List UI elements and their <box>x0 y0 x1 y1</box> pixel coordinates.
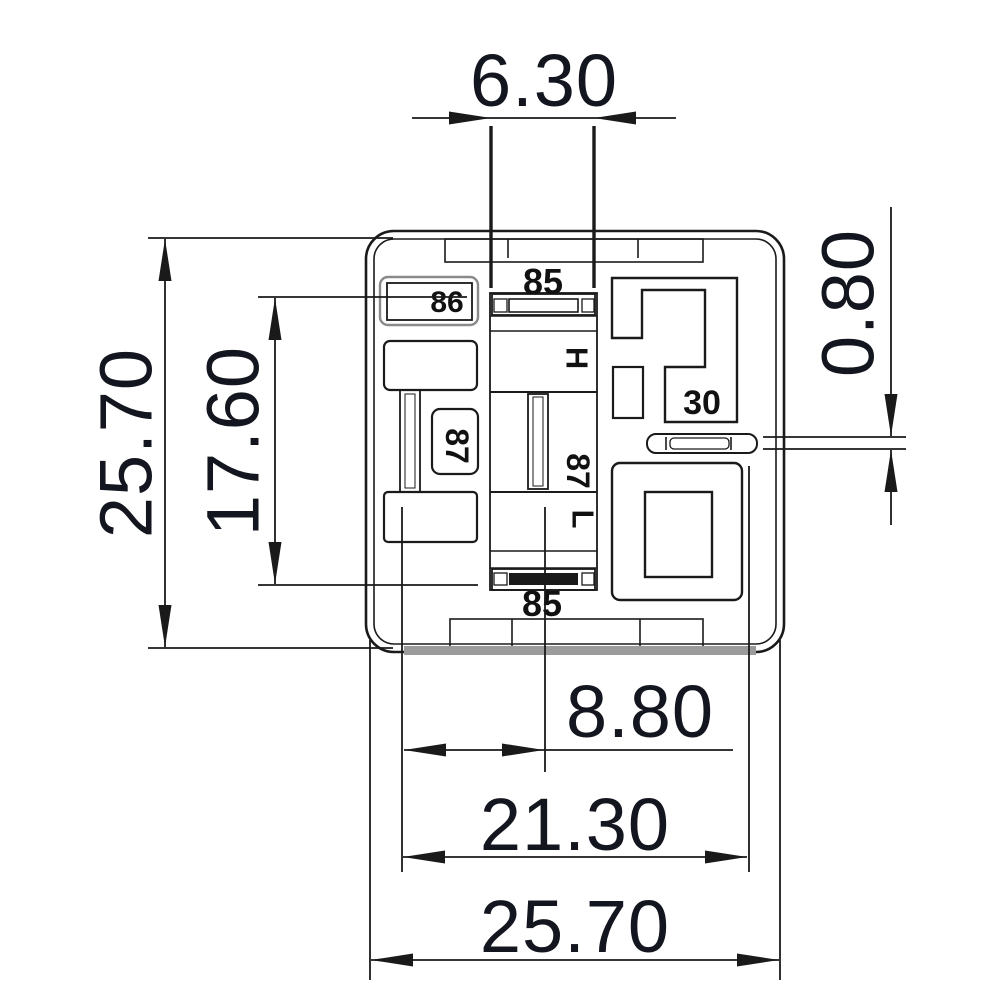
arrowhead <box>705 850 747 864</box>
dim-value-6-30: 6.30 <box>470 39 618 122</box>
arrowhead <box>737 953 779 967</box>
pin-label-86: 86 <box>430 286 463 319</box>
dim-overall-height: 25.70 <box>85 237 393 649</box>
notch-inner <box>669 437 730 450</box>
coil-slot-86 <box>378 275 480 327</box>
bottom-extension-lines <box>369 466 781 980</box>
end-tab <box>493 572 508 586</box>
arrowhead <box>594 111 636 125</box>
dim-value-25-70-left: 25.70 <box>85 348 168 538</box>
pin-label-87-left: 87 <box>439 428 475 464</box>
dim-pin-field-height: 17.60 <box>192 296 478 586</box>
slot-inner <box>386 282 473 321</box>
square-outer <box>610 461 744 602</box>
arrowhead <box>158 605 172 647</box>
pin-label-87-center: 87 <box>560 453 596 489</box>
blade-slot-87-left <box>430 407 480 476</box>
dim-value-8-80: 8.80 <box>566 670 714 753</box>
arrowhead <box>268 298 282 340</box>
blade-slot-85-bottom <box>491 568 596 591</box>
dim-overall-width: 25.70 <box>371 885 779 968</box>
right-square-cavity <box>610 461 744 602</box>
bottom-shadow-bar <box>404 646 756 655</box>
right-small-cavity <box>611 365 645 420</box>
blade-opening <box>508 298 579 313</box>
pin-label-30: 30 <box>683 384 721 422</box>
end-tab <box>581 572 595 586</box>
slot-outer <box>491 568 596 591</box>
pin-label-85-top: 85 <box>523 261 563 302</box>
dim-mount-width: 21.30 <box>403 783 747 866</box>
arrowhead <box>884 450 898 492</box>
square-inner <box>643 490 714 579</box>
slot-outer <box>491 293 596 316</box>
pin-label-l: L <box>566 510 601 529</box>
dim-value-25-70-bottom: 25.70 <box>480 885 670 968</box>
dim-value-0-80: 0.80 <box>807 229 890 377</box>
dim-top-slot-width: 6.30 <box>412 39 676 288</box>
dim-value-21-30: 21.30 <box>480 783 670 866</box>
arrowhead <box>502 743 544 757</box>
end-tab <box>493 298 508 313</box>
arrowhead <box>371 953 413 967</box>
arrowhead <box>158 239 172 281</box>
arrowhead <box>449 111 491 125</box>
power-cavity-30 <box>610 276 739 424</box>
left-upper-cavity <box>382 339 479 392</box>
vent-strip-frame <box>444 238 704 263</box>
pin-label-85-bottom: 85 <box>522 583 562 624</box>
arrowhead <box>404 743 446 757</box>
dim-notch-thickness: 0.80 <box>763 207 906 525</box>
channel-inner <box>532 396 544 487</box>
channel-outer <box>527 393 549 490</box>
top-vent-strip <box>444 238 704 263</box>
channel-inner <box>404 393 416 489</box>
slot-outer <box>378 275 480 327</box>
end-tab <box>581 298 595 313</box>
dim-center-offset: 8.80 <box>404 670 733 757</box>
pin-label-h: H <box>560 347 595 369</box>
arrowhead <box>884 394 898 436</box>
arrowhead <box>403 850 445 864</box>
left-lower-cavity <box>382 490 479 544</box>
left-channel <box>399 389 421 493</box>
center-channel <box>527 393 549 490</box>
blade-opening <box>509 573 578 585</box>
arrowhead <box>268 542 282 584</box>
retainer-notch <box>646 433 758 454</box>
channel-outer <box>399 389 421 493</box>
blade-slot-85-top <box>491 293 596 316</box>
dim-value-17-60: 17.60 <box>192 346 275 536</box>
notch-outer <box>646 433 758 454</box>
